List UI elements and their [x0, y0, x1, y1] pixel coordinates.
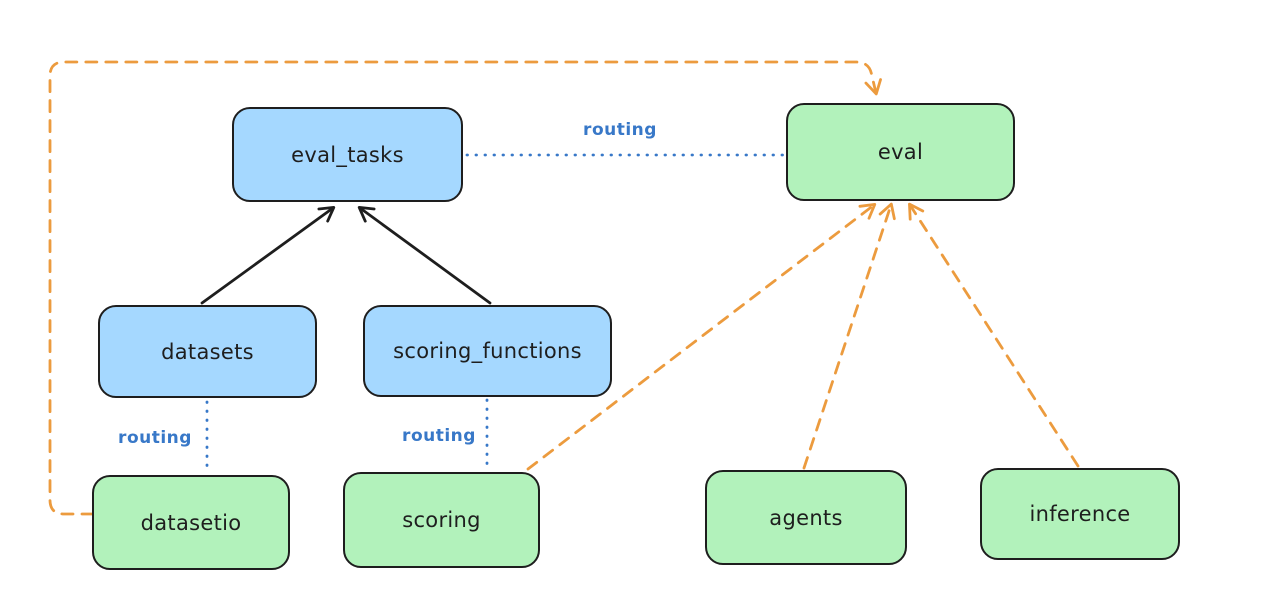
node-datasets: datasets — [98, 305, 317, 398]
routing-label-eval-tasks-eval: routing — [583, 120, 657, 140]
node-scoring-functions: scoring_functions — [363, 305, 612, 397]
edge-datasetio-to-eval-around — [48, 60, 882, 516]
node-eval: eval — [786, 103, 1015, 201]
edge-datasets-to-eval-tasks — [200, 206, 336, 305]
edge-inference-to-eval — [908, 202, 1080, 468]
edge-scoring-to-eval — [526, 202, 877, 471]
node-eval-tasks: eval_tasks — [232, 107, 463, 202]
edge-agents-to-eval — [802, 202, 896, 470]
routing-label-datasets-datasetio: routing — [118, 428, 192, 448]
node-agents: agents — [705, 470, 907, 565]
node-datasetio: datasetio — [92, 475, 290, 570]
edge-scoring-functions-to-eval-tasks — [357, 206, 492, 305]
node-inference: inference — [980, 468, 1180, 560]
routing-label-scoring-functions-scoring: routing — [402, 426, 476, 446]
node-scoring: scoring — [343, 472, 540, 568]
